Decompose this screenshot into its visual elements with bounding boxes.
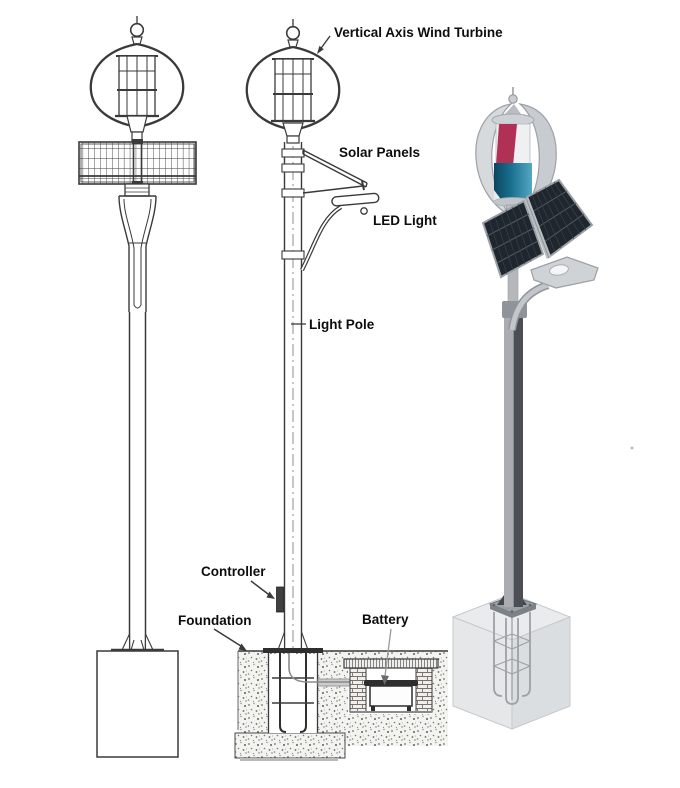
label-vertical-axis-wind-turbine: Vertical Axis Wind Turbine xyxy=(334,25,503,40)
figure-right-render xyxy=(451,87,634,730)
led-light-right xyxy=(508,256,599,331)
turbine-blade-right xyxy=(136,42,185,129)
base-plate xyxy=(263,648,323,653)
wind-turbine-left xyxy=(89,16,185,142)
underground-section xyxy=(234,586,448,761)
solar-panels-right xyxy=(481,178,594,279)
turbine-rotor-red xyxy=(496,124,517,166)
controller-arrowhead xyxy=(266,591,275,599)
annotations: Vertical Axis Wind Turbine Solar Panels … xyxy=(178,25,503,685)
turbine-hook-ring xyxy=(129,22,145,38)
brick-wall-left xyxy=(349,667,367,713)
label-led-light: LED Light xyxy=(373,213,437,228)
chamber-lid xyxy=(343,658,439,669)
led-lens-cutout xyxy=(549,264,569,276)
battery-leader-line xyxy=(384,628,392,677)
led-lamp xyxy=(360,207,368,215)
led-light-arm xyxy=(300,192,380,271)
anchor-cage xyxy=(492,612,532,705)
turbine-blade-left xyxy=(89,42,138,129)
battery-chamber xyxy=(343,658,439,713)
turbine-rotor-blue xyxy=(494,163,532,202)
label-foundation: Foundation xyxy=(178,613,251,628)
concrete-foundation-cube xyxy=(451,593,572,730)
figure-middle-annotated: Vertical Axis Wind Turbine Solar Panels … xyxy=(178,19,503,761)
label-solar-panels: Solar Panels xyxy=(339,145,420,160)
led-fixture xyxy=(331,192,380,207)
pole-left xyxy=(111,183,164,652)
figure-left-elevation xyxy=(78,16,197,758)
stray-dot xyxy=(630,446,634,450)
pole-right xyxy=(502,232,527,607)
footing-pad xyxy=(234,732,346,759)
battery-arrowhead xyxy=(381,675,389,685)
label-battery: Battery xyxy=(362,612,409,627)
label-controller: Controller xyxy=(201,564,266,579)
foundation-block-left xyxy=(96,650,179,758)
turbine-arrowhead xyxy=(317,45,324,54)
solar-panel-side-view xyxy=(302,149,368,194)
label-light-pole: Light Pole xyxy=(309,317,375,332)
turbine-hook-ring xyxy=(285,25,301,41)
solar-panel-left xyxy=(481,199,545,279)
battery-lid xyxy=(364,680,418,686)
foundation-arrowhead xyxy=(238,643,247,651)
turbine-blade-left xyxy=(245,45,294,132)
brick-wall-right xyxy=(415,667,433,713)
anchor-bolts xyxy=(279,652,307,726)
foundation-leader-line xyxy=(213,628,245,649)
wind-turbine-middle xyxy=(245,19,341,144)
battery-body xyxy=(369,685,413,707)
turbine-blade-right xyxy=(292,45,341,132)
solar-array-left xyxy=(78,139,197,186)
controller-box xyxy=(276,586,284,613)
light-pole-middle xyxy=(281,142,305,726)
